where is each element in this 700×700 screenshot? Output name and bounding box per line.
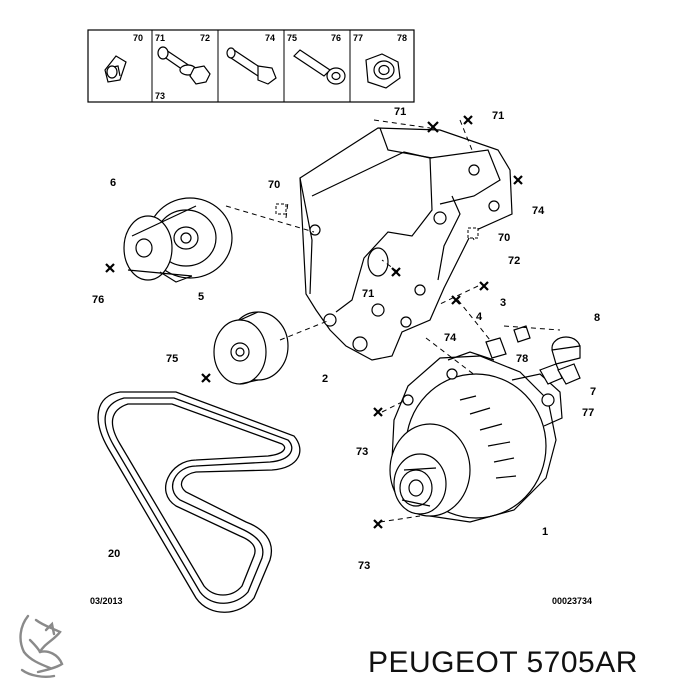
part-3-spacer — [513, 325, 531, 343]
strip-label-72: 72 — [200, 33, 210, 43]
callout-73b: 73 — [358, 560, 370, 572]
diagram-reference: 00023734 — [552, 596, 592, 606]
callout-71c: 71 — [362, 288, 374, 300]
callout-75: 75 — [166, 353, 178, 365]
part-title: PEUGEOT 5705AR — [368, 646, 638, 679]
strip-label-71: 71 — [155, 33, 165, 43]
diagram-date: 03/2013 — [90, 596, 123, 606]
part-77-nut — [557, 363, 581, 385]
strip-label-73: 73 — [155, 91, 165, 101]
callout-72: 72 — [508, 255, 520, 267]
callout-4: 4 — [476, 311, 483, 323]
callout-76: 76 — [92, 294, 104, 306]
callout-8: 8 — [594, 312, 600, 324]
strip-label-74: 74 — [265, 33, 275, 43]
callout-78: 78 — [516, 353, 528, 365]
leader-lines — [225, 119, 561, 523]
fastener-markers — [105, 115, 523, 529]
peugeot-lion-logo — [19, 614, 64, 678]
part-78-nut — [539, 363, 563, 385]
callout-6: 6 — [110, 177, 116, 189]
support-bracket — [299, 127, 513, 361]
callout-5: 5 — [198, 291, 204, 303]
callout-70b: 70 — [498, 232, 510, 244]
callout-71b: 71 — [492, 110, 504, 122]
callout-7: 7 — [590, 386, 596, 398]
part-4-bush — [485, 337, 507, 359]
callout-74b: 74 — [444, 332, 457, 344]
clip-icon — [104, 55, 127, 83]
screw-icon — [293, 49, 346, 85]
small-parts — [485, 325, 581, 385]
idler-pulley — [213, 311, 289, 385]
callout-1: 1 — [542, 526, 548, 538]
callout-3: 3 — [500, 297, 506, 309]
strip-label-77: 77 — [353, 33, 363, 43]
callout-74a: 74 — [532, 205, 545, 217]
strip-label-75: 75 — [287, 33, 297, 43]
strip-label-76: 76 — [331, 33, 341, 43]
callout-71a: 71 — [394, 106, 406, 118]
callout-70a: 70 — [268, 179, 280, 191]
callout-73a: 73 — [356, 446, 368, 458]
nut-icon — [365, 53, 401, 89]
callout-20: 20 — [108, 548, 120, 560]
strip-label-70: 70 — [133, 33, 143, 43]
drive-belt — [97, 391, 301, 613]
washer-markers — [275, 203, 479, 239]
strip-label-78: 78 — [397, 33, 407, 43]
callout-77: 77 — [582, 407, 594, 419]
alternator — [389, 351, 563, 523]
bolt-icon — [226, 47, 277, 85]
bolt-washer-nut-icon — [157, 46, 211, 85]
fasteners-strip: 70 71 72 73 74 75 76 77 78 — [87, 29, 415, 103]
callout-2: 2 — [322, 373, 328, 385]
tensioner-pulley — [123, 197, 233, 283]
